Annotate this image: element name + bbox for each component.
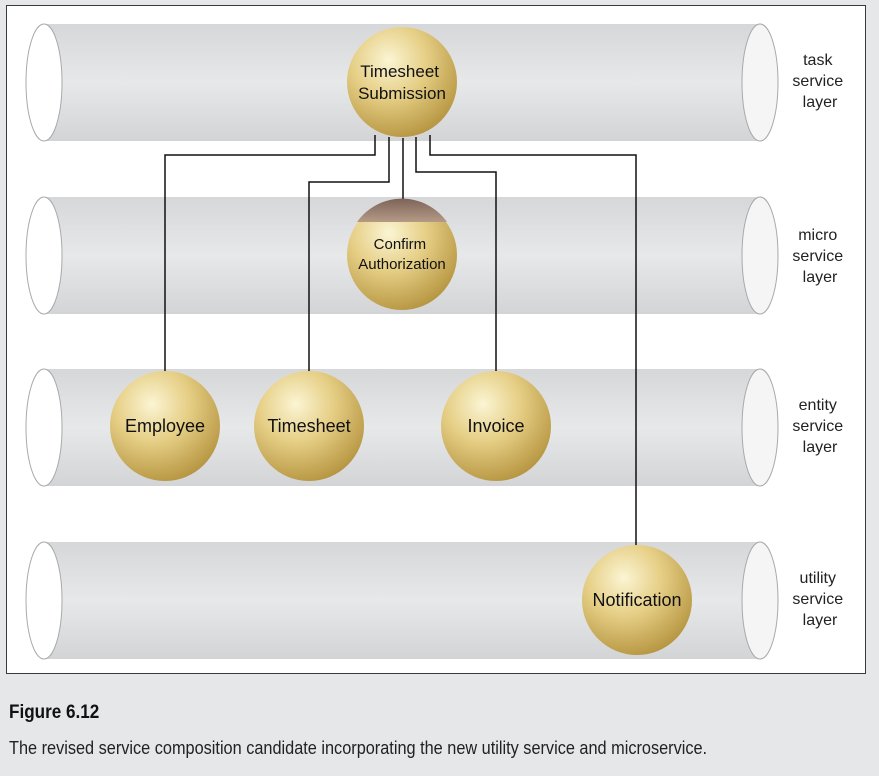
connector-to-employee — [164, 135, 376, 375]
microservice-cap-shade — [357, 198, 447, 222]
service-timesheet-submission: Timesheet Submission — [347, 27, 457, 137]
service-invoice: Invoice — [441, 371, 551, 481]
layer-label-utility: utility service layer — [792, 570, 847, 629]
connector-to-notification — [429, 135, 637, 548]
service-label: Timesheet Submission — [358, 62, 446, 103]
service-label: Notification — [592, 590, 681, 610]
connector-lines — [164, 135, 637, 548]
service-employee: Employee — [110, 371, 220, 481]
layer-label-micro: micro service layer — [792, 227, 847, 286]
layer-label-task: task service layer — [792, 52, 847, 111]
service-label: Timesheet — [267, 416, 350, 436]
figure-caption: The revised service composition candidat… — [9, 738, 708, 758]
connector-to-invoice — [415, 137, 497, 375]
layer-label-entity: entity service layer — [792, 397, 847, 456]
service-label: Employee — [125, 416, 205, 436]
service-label: Confirm Authorization — [358, 236, 446, 273]
service-confirm-authorization: Confirm Authorization — [347, 198, 457, 310]
service-timesheet: Timesheet — [254, 371, 364, 481]
service-layers-diagram: task service layer micro service layer e… — [25, 23, 847, 660]
connector-to-timesheet — [308, 137, 390, 375]
service-notification: Notification — [582, 545, 692, 655]
service-label: Invoice — [467, 416, 524, 436]
figure-title: Figure 6.12 — [9, 702, 100, 723]
